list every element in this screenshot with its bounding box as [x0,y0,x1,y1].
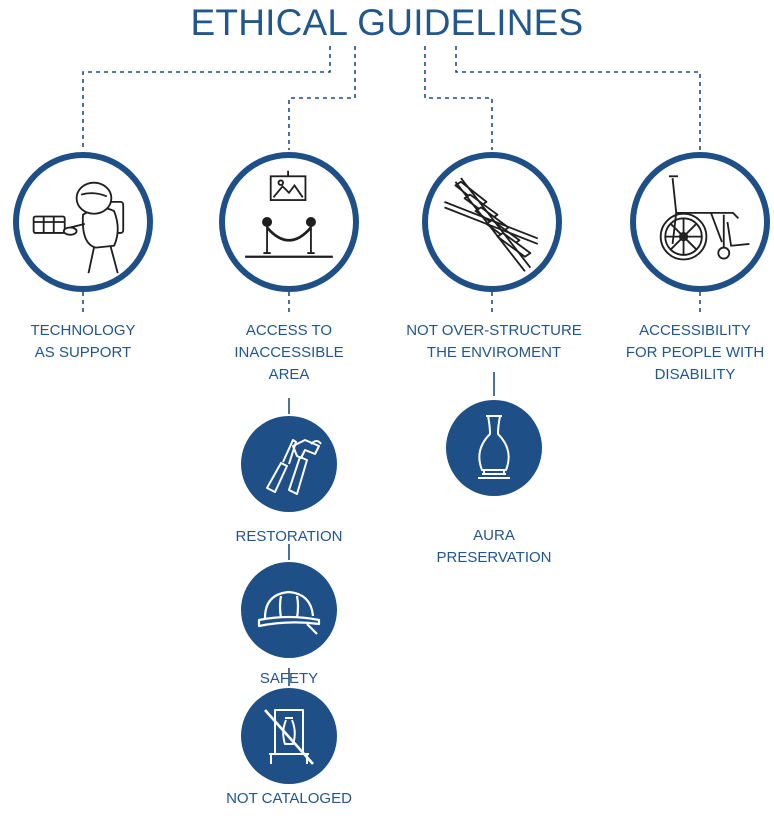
access-inaccessible-area-label: ACCESS TO INACCESSIBLE AREA [234,322,344,383]
access-inaccessible-area-circle [219,152,359,292]
connector-technology [82,46,331,150]
aura-preservation-label: AURA PRESERVATION [436,527,552,566]
connector-accessibility [455,46,701,150]
technology-as-support-circle [13,152,153,292]
vase-icon [478,415,510,479]
restoration-circle [241,416,337,512]
aura-preservation-circle [446,400,542,496]
page-title: ETHICAL GUIDELINES [190,2,584,43]
safety-circle [241,562,337,658]
robot-icon [32,181,125,274]
wheelchair-icon [659,175,750,261]
not-over-structure-label: NOT OVER-STRUCTURE THE ENVIROMENT [406,322,582,361]
museum-rope-barrier-icon [245,170,333,258]
not-cataloged-circle [241,688,337,784]
hard-hat-icon [257,590,321,635]
crossed-out-vase-icon [264,709,314,765]
accessibility-disability-label: ACCESSIBILITY FOR PEOPLE WITH DISABILITY [625,322,765,383]
not-cataloged-label: NOT CATALOGED [226,790,352,807]
safety-label: SAFETY [259,670,319,687]
restoration-label: RESTORATION [235,528,343,545]
technology-as-support-label: TECHNOLOGY AS SUPPORT [30,322,136,361]
not-over-structure-circle [422,152,562,292]
connector-access [288,46,356,150]
connector-environment [424,46,493,150]
accessibility-disability-circle [630,152,770,292]
railway-tracks-icon [444,177,539,272]
screwdriver-hammer-icon [266,439,322,495]
